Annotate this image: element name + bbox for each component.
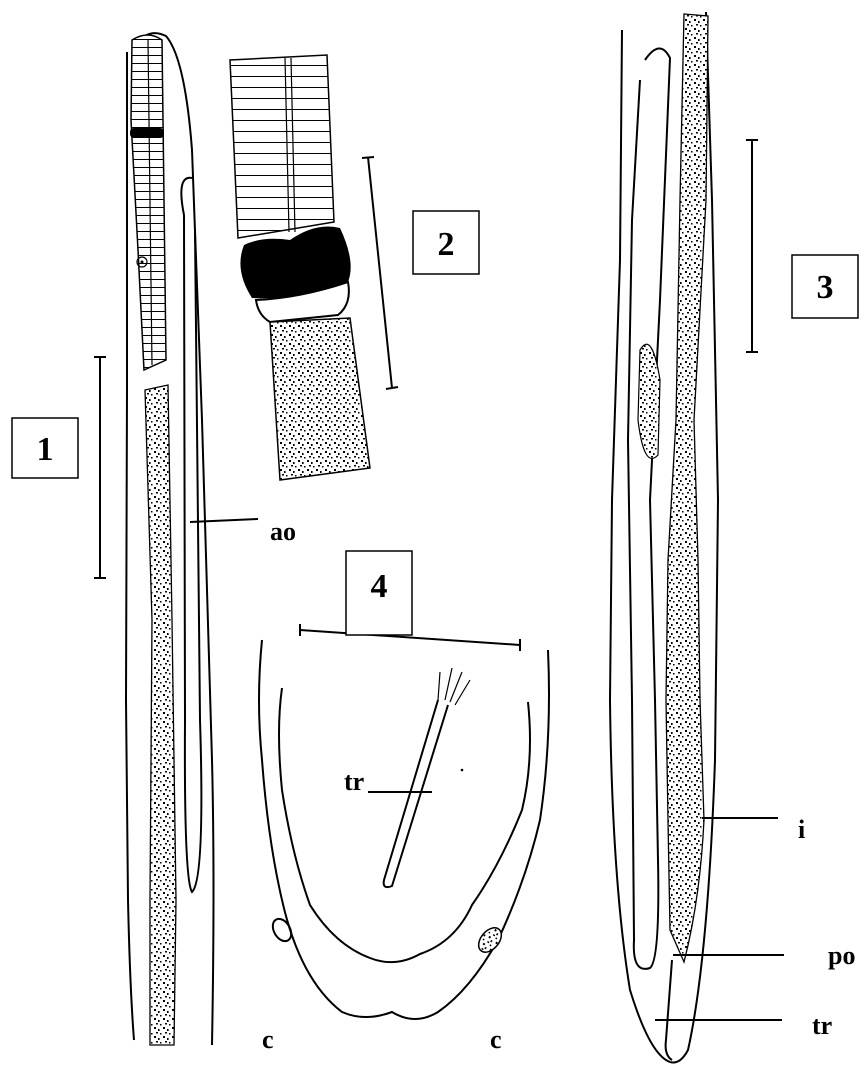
figure-1-number: 1 <box>37 431 54 468</box>
figure-4-number: 4 <box>371 568 388 605</box>
figure-3-drawing <box>610 12 784 1063</box>
label-c-left: c <box>262 1025 274 1054</box>
figure-2-drawing <box>230 55 398 480</box>
figure-1-drawing <box>94 33 258 1045</box>
label-i: i <box>798 815 805 844</box>
label-ao: ao <box>270 517 296 546</box>
figure-3-number: 3 <box>817 269 834 306</box>
figure-2-number: 2 <box>438 226 455 263</box>
label-tr-fig4: tr <box>344 767 364 796</box>
figure-4-drawing <box>259 624 549 1019</box>
label-po: po <box>828 941 855 970</box>
label-c-right: c <box>490 1025 502 1054</box>
label-tr-fig3: tr <box>812 1011 832 1040</box>
